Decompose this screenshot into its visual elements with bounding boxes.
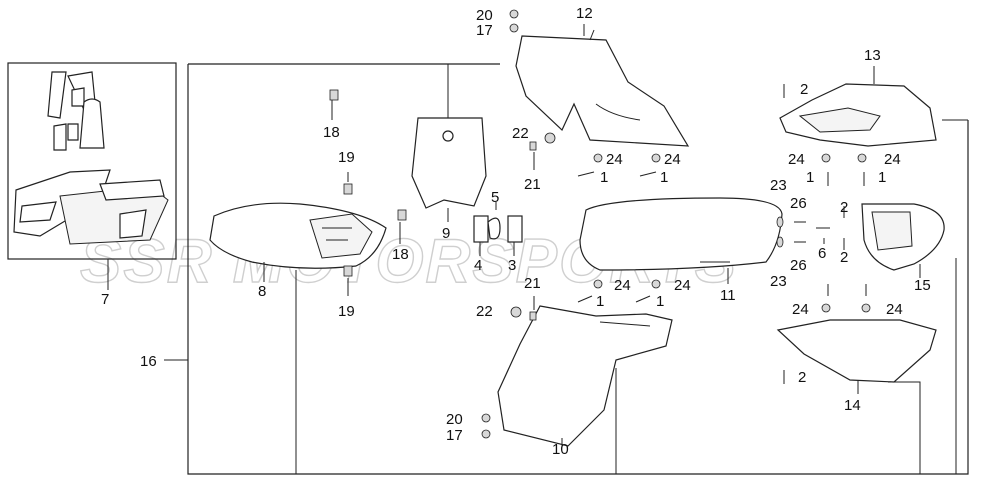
callout-24-c: 24 [788,151,805,168]
part-3-bracket [507,215,523,243]
callout-3: 3 [508,257,516,274]
decal-kit-box [7,62,177,260]
callout-1-d: 1 [878,169,886,186]
callout-1-b: 1 [660,169,668,186]
callout-18-upper: 18 [323,124,340,141]
part-13-rear-cowl-upper [779,83,937,147]
callout-24-h: 24 [886,301,903,318]
callout-24-f: 24 [674,277,691,294]
part-22-washer-upper [544,132,556,144]
callout-4: 4 [474,257,482,274]
callout-17-bottom: 17 [446,427,463,444]
callout-13: 13 [864,47,881,64]
callout-14: 14 [844,397,861,414]
part-19-nut-upper [343,183,353,195]
part-14-rear-cowl-lower [776,319,937,383]
callout-12: 12 [576,5,593,22]
callout-22-upper: 22 [512,125,529,142]
group-16-frame [164,63,969,475]
callout-5: 5 [491,189,499,206]
callout-20-bottom: 20 [446,411,463,428]
callout-10: 10 [552,441,569,458]
callout-9: 9 [442,225,450,242]
callout-23-lower: 23 [770,273,787,290]
part-5-clip [487,217,501,240]
callout-24-b: 24 [664,151,681,168]
callout-24-a: 24 [606,151,623,168]
part-21-bolt-lower [529,311,537,321]
callout-8: 8 [258,283,266,300]
callout-1-e: 1 [596,293,604,310]
callout-22-lower: 22 [476,303,493,320]
callout-18-lower: 18 [392,246,409,263]
callout-19-lower: 19 [338,303,355,320]
part-9-number-plate [411,117,487,209]
callout-21-lower: 21 [524,275,541,292]
callout-15: 15 [914,277,931,294]
part-11-seat [579,197,783,271]
hardware-items [329,9,871,439]
callout-2-top: 2 [800,81,808,98]
part-15-rear-fender [861,203,945,271]
part-17-washer-top [509,23,519,33]
leader-lines [107,24,921,446]
part-4-bracket [473,215,489,243]
callout-16: 16 [140,353,157,370]
part-22-washer-lower [510,306,522,318]
part-19-nut-lower [343,265,353,277]
callout-7: 7 [101,291,109,308]
callout-23-upper: 23 [770,177,787,194]
callout-6: 6 [818,245,826,262]
callout-24-g: 24 [792,301,809,318]
part-18-bolt-upper [329,89,339,101]
part-21-bolt-upper [529,141,537,151]
callout-24-e: 24 [614,277,631,294]
callout-1-a: 1 [600,169,608,186]
callout-17-top: 17 [476,22,493,39]
callout-21-upper: 21 [524,176,541,193]
callout-19-upper: 19 [338,149,355,166]
callout-11: 11 [720,287,736,304]
callout-20-top: 20 [476,7,493,24]
callout-24-d: 24 [884,151,901,168]
callout-2-mid-upper: 2 [840,199,848,216]
callout-26-upper: 26 [790,195,807,212]
callout-2-bottom: 2 [798,369,806,386]
part-18-bolt-lower [397,209,407,221]
part-20-bolt-top [509,9,519,19]
callout-26-lower: 26 [790,257,807,274]
callout-2-mid-lower: 2 [840,249,848,266]
part-8-front-fender [209,202,387,269]
callout-1-c: 1 [806,169,814,186]
callout-1-f: 1 [656,293,664,310]
part-12-side-panel-upper [515,29,690,147]
part-10-side-panel-lower [497,305,673,447]
callout-labels: 7 16 8 18 19 19 18 9 4 5 3 20 17 12 22 2… [101,5,931,458]
